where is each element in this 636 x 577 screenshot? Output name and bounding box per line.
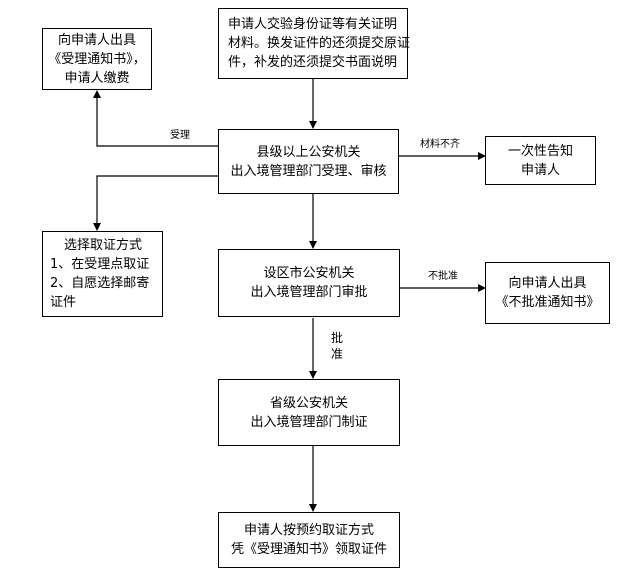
notice-accept-line-2: 《受理通知书》， [48,51,146,67]
notice-accept-box: 向申请人出具 《受理通知书》， 申请人缴费 [42,28,152,90]
submit-line-3: 件，补发的还须提交书面说明 [228,55,398,70]
label-approved-char-2: 准 [330,347,343,361]
province-line-2: 出入境管理部门制证 [250,414,368,430]
label-approved-char-1: 批 [330,331,343,345]
reject-line-2: 《不批准通知书》 [495,295,600,310]
label-accept: 受理 [170,130,190,141]
collect-line-2: 凭《受理通知书》领取证件 [230,542,387,557]
submit-line-1: 申请人交验身份证等有关证明 [228,17,398,32]
notice-accept-line-1: 向申请人出具 [57,32,136,48]
notice-accept-line-3: 申请人缴费 [64,70,130,86]
arrow-county-to-notice-accept [93,90,218,147]
notify-once-box: 一次性告知 申请人 [485,136,596,185]
submit-materials-box: 申请人交验身份证等有关证明 材料。换发证件的还须提交原证 件，补发的还须提交书面… [218,8,411,79]
county-line-2: 出入境管理部门受理、审核 [230,163,387,179]
pickup-choice-box: 选择取证方式 1、在受理点取证 2、自愿选择邮寄 证件 [42,231,163,317]
province-production-box: 省级公安机关 出入境管理部门制证 [218,379,400,446]
city-line-2: 出入境管理部门审批 [250,285,368,300]
reject-line-1: 向申请人出具 [508,276,587,291]
arrow-county-to-pickup-choice [93,175,218,231]
province-line-1: 省级公安机关 [269,395,348,411]
county-review-box: 县级以上公安机关 出入境管理部门受理、审核 [218,129,399,194]
notice-reject-box: 向申请人出具 《不批准通知书》 [485,262,610,324]
pickup-line-3: 2、自愿选择邮寄 [50,276,150,291]
label-not-approved: 不批准 [428,271,458,282]
collect-certificate-box: 申请人按预约取证方式 凭《受理通知书》领取证件 [218,512,400,568]
pickup-line-2: 1、在受理点取证 [50,257,150,272]
pickup-line-1: 选择取证方式 [64,238,143,253]
notify-line-2: 申请人 [520,162,560,178]
city-approval-box: 设区市公安机关 出入境管理部门审批 [218,249,400,317]
label-approved: 批 准 [330,330,344,362]
county-line-1: 县级以上公安机关 [256,144,361,160]
collect-line-1: 申请人按预约取证方式 [243,523,374,538]
pickup-line-4: 证件 [50,295,77,310]
notify-line-1: 一次性告知 [507,143,573,159]
label-incomplete: 材料不齐 [420,139,460,150]
submit-line-2: 材料。换发证件的还须提交原证 [228,36,411,51]
city-line-1: 设区市公安机关 [263,266,355,281]
